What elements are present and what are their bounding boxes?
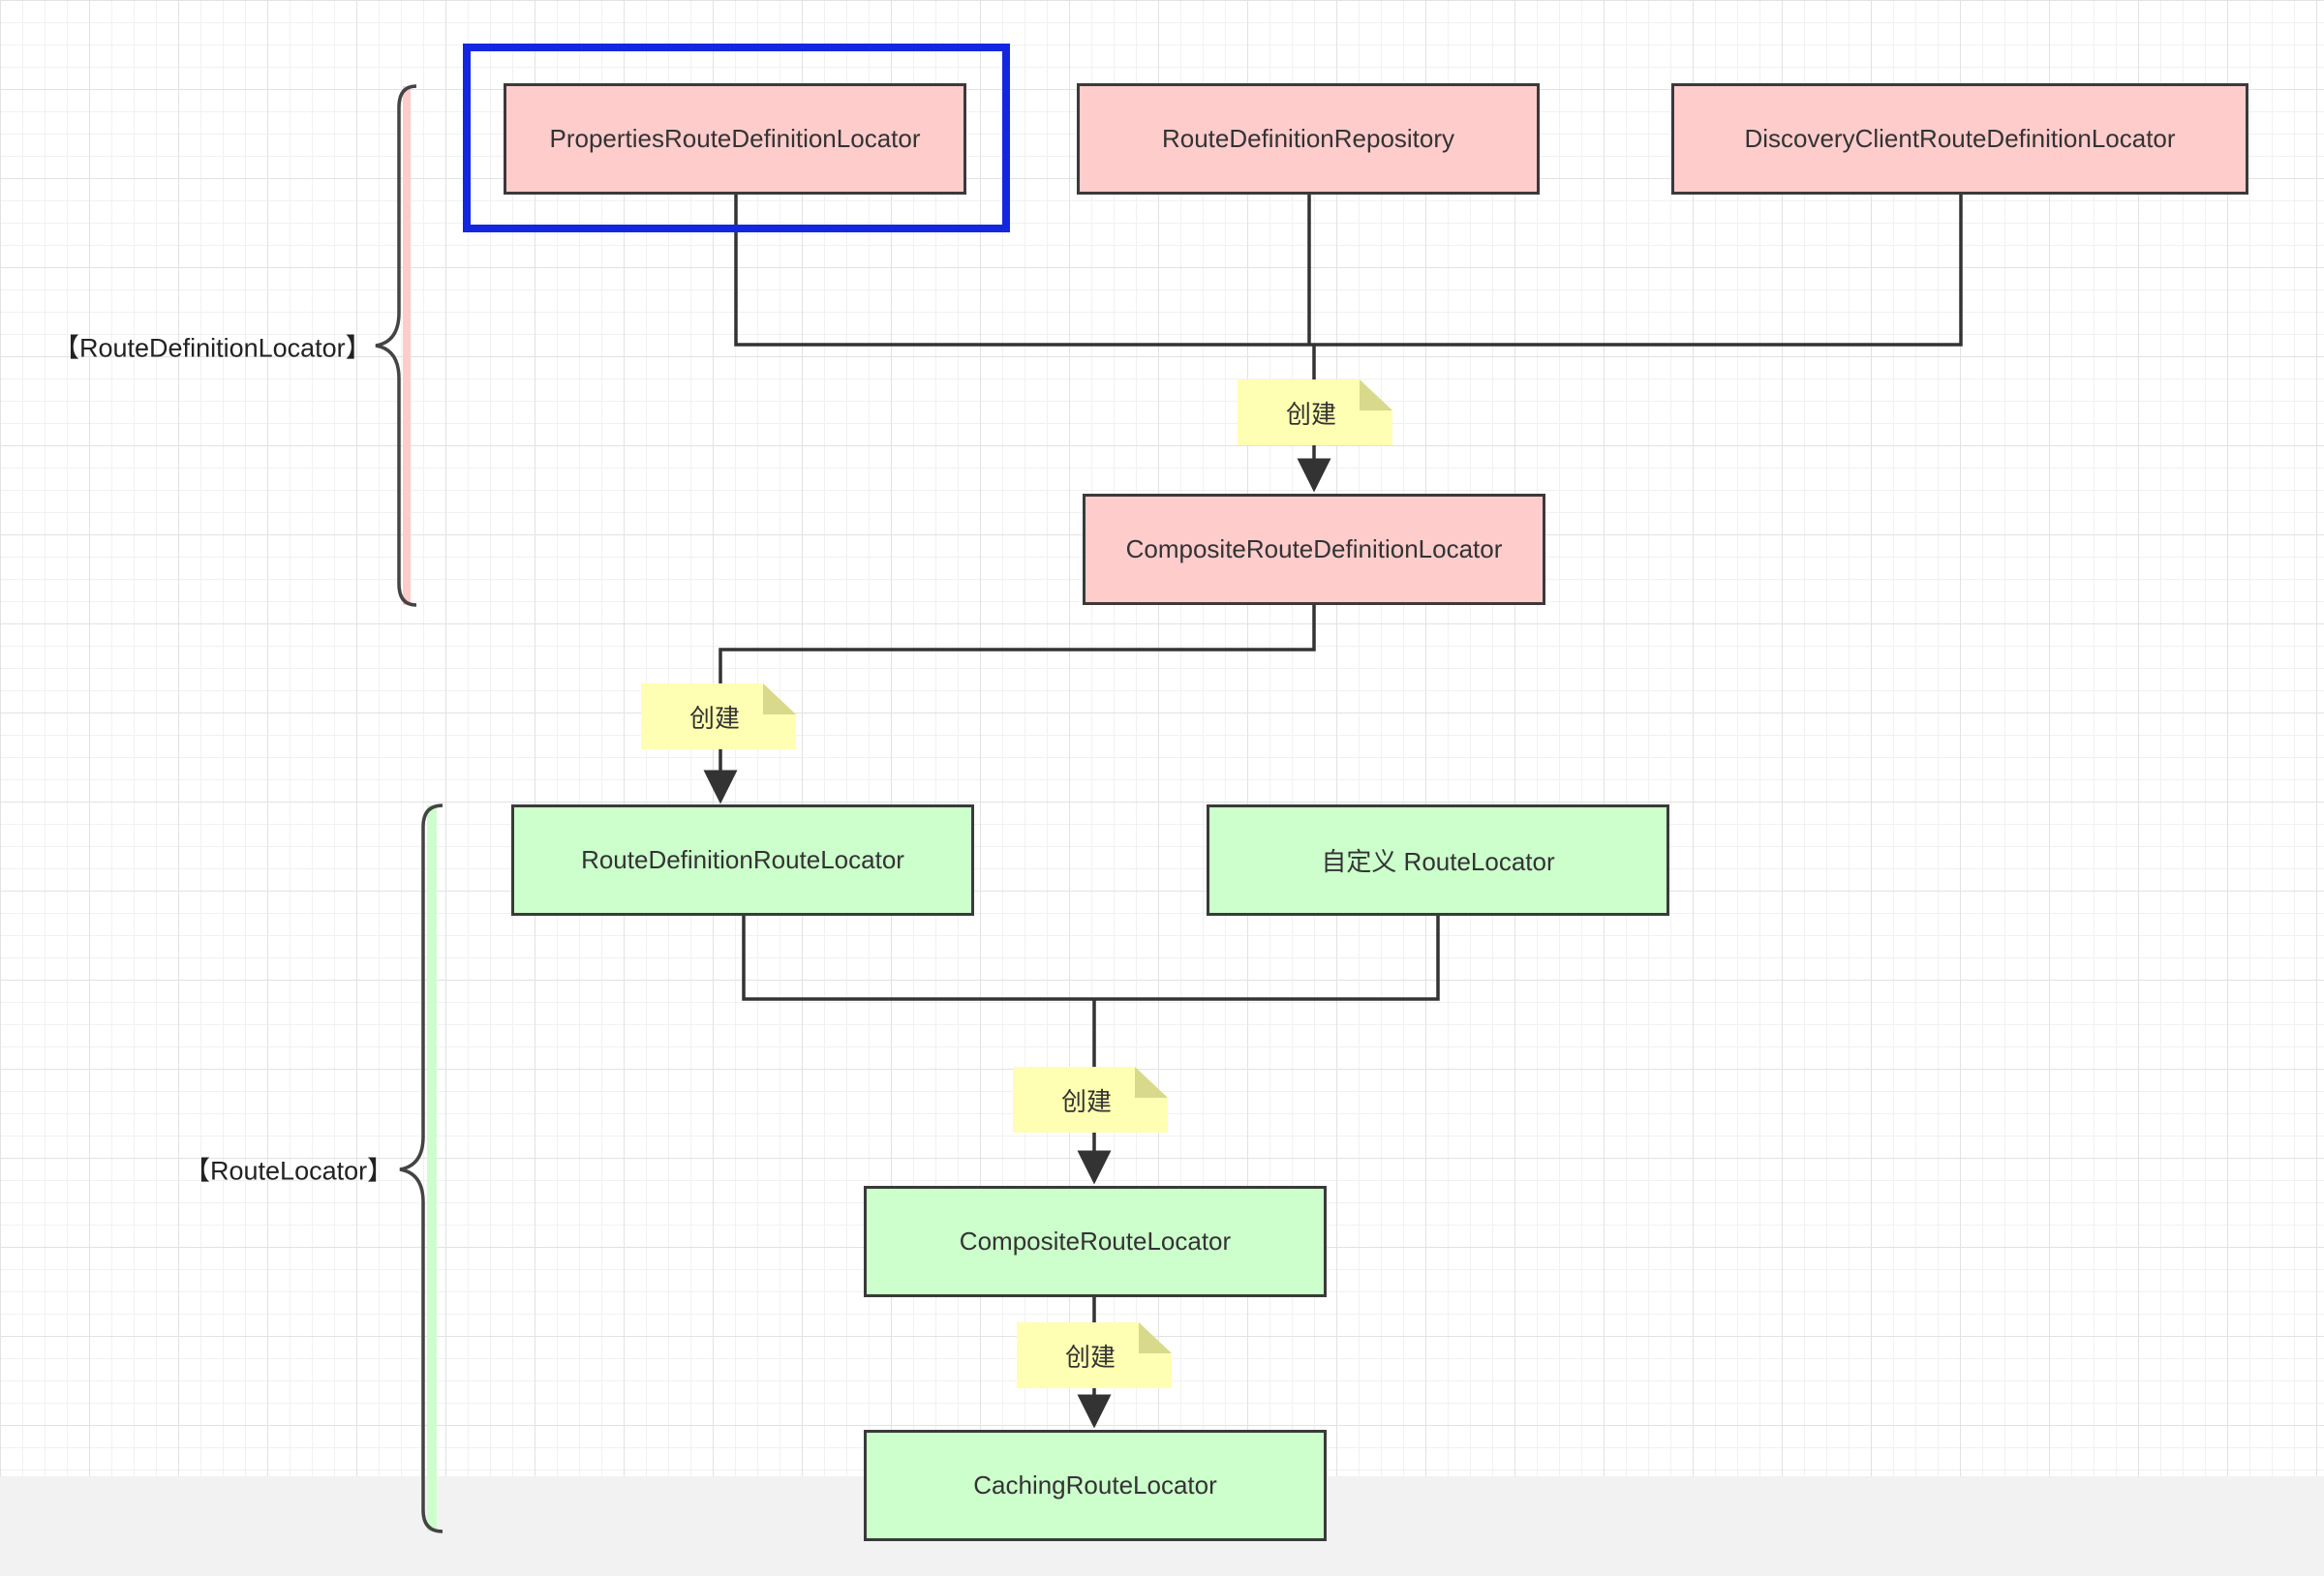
group-label-route-locator: 【RouteLocator】: [184, 1156, 394, 1186]
note-create-1: 创建: [1238, 379, 1392, 445]
note-shape: [1013, 1067, 1168, 1133]
note-shape: [641, 683, 796, 749]
node-composite-route-locator[interactable]: CompositeRouteLocator: [864, 1186, 1327, 1297]
note-label: 创建: [688, 703, 740, 733]
note-label: 创建: [1060, 1086, 1112, 1116]
brace-route-locator: [399, 803, 443, 1533]
grid-background: [0, 0, 2324, 1476]
connector-properties: [734, 194, 1314, 347]
note-create-3: 创建: [1013, 1067, 1168, 1133]
node-route-definition-route-locator[interactable]: RouteDefinitionRouteLocator: [511, 804, 974, 916]
connector-route-def-route: [742, 915, 1094, 1001]
note-create-2: 创建: [641, 683, 796, 749]
note-label: 创建: [1285, 399, 1336, 429]
highlight-box: [463, 44, 1010, 232]
note-shape: [1017, 1322, 1172, 1388]
note-shape: [1238, 379, 1392, 445]
connector-discovery: [1314, 194, 1963, 347]
node-custom-route-locator[interactable]: 自定义 RouteLocator: [1207, 804, 1669, 916]
group-label-route-definition-locator: 【RouteDefinitionLocator】: [53, 333, 372, 363]
brace-route-definition-locator: [375, 84, 417, 607]
arrow-to-route-def-route: [703, 605, 1316, 804]
note-label: 创建: [1064, 1342, 1116, 1372]
node-caching-route-locator[interactable]: CachingRouteLocator: [864, 1430, 1327, 1541]
node-route-definition-repository[interactable]: RouteDefinitionRepository: [1077, 83, 1540, 195]
node-discovery-client-route-definition-locator[interactable]: DiscoveryClientRouteDefinitionLocator: [1671, 83, 2248, 195]
note-create-4: 创建: [1017, 1322, 1172, 1388]
connector-custom: [1094, 915, 1440, 1001]
node-properties-route-definition-locator[interactable]: PropertiesRouteDefinitionLocator: [504, 83, 966, 195]
node-composite-route-definition-locator[interactable]: CompositeRouteDefinitionLocator: [1083, 494, 1545, 605]
